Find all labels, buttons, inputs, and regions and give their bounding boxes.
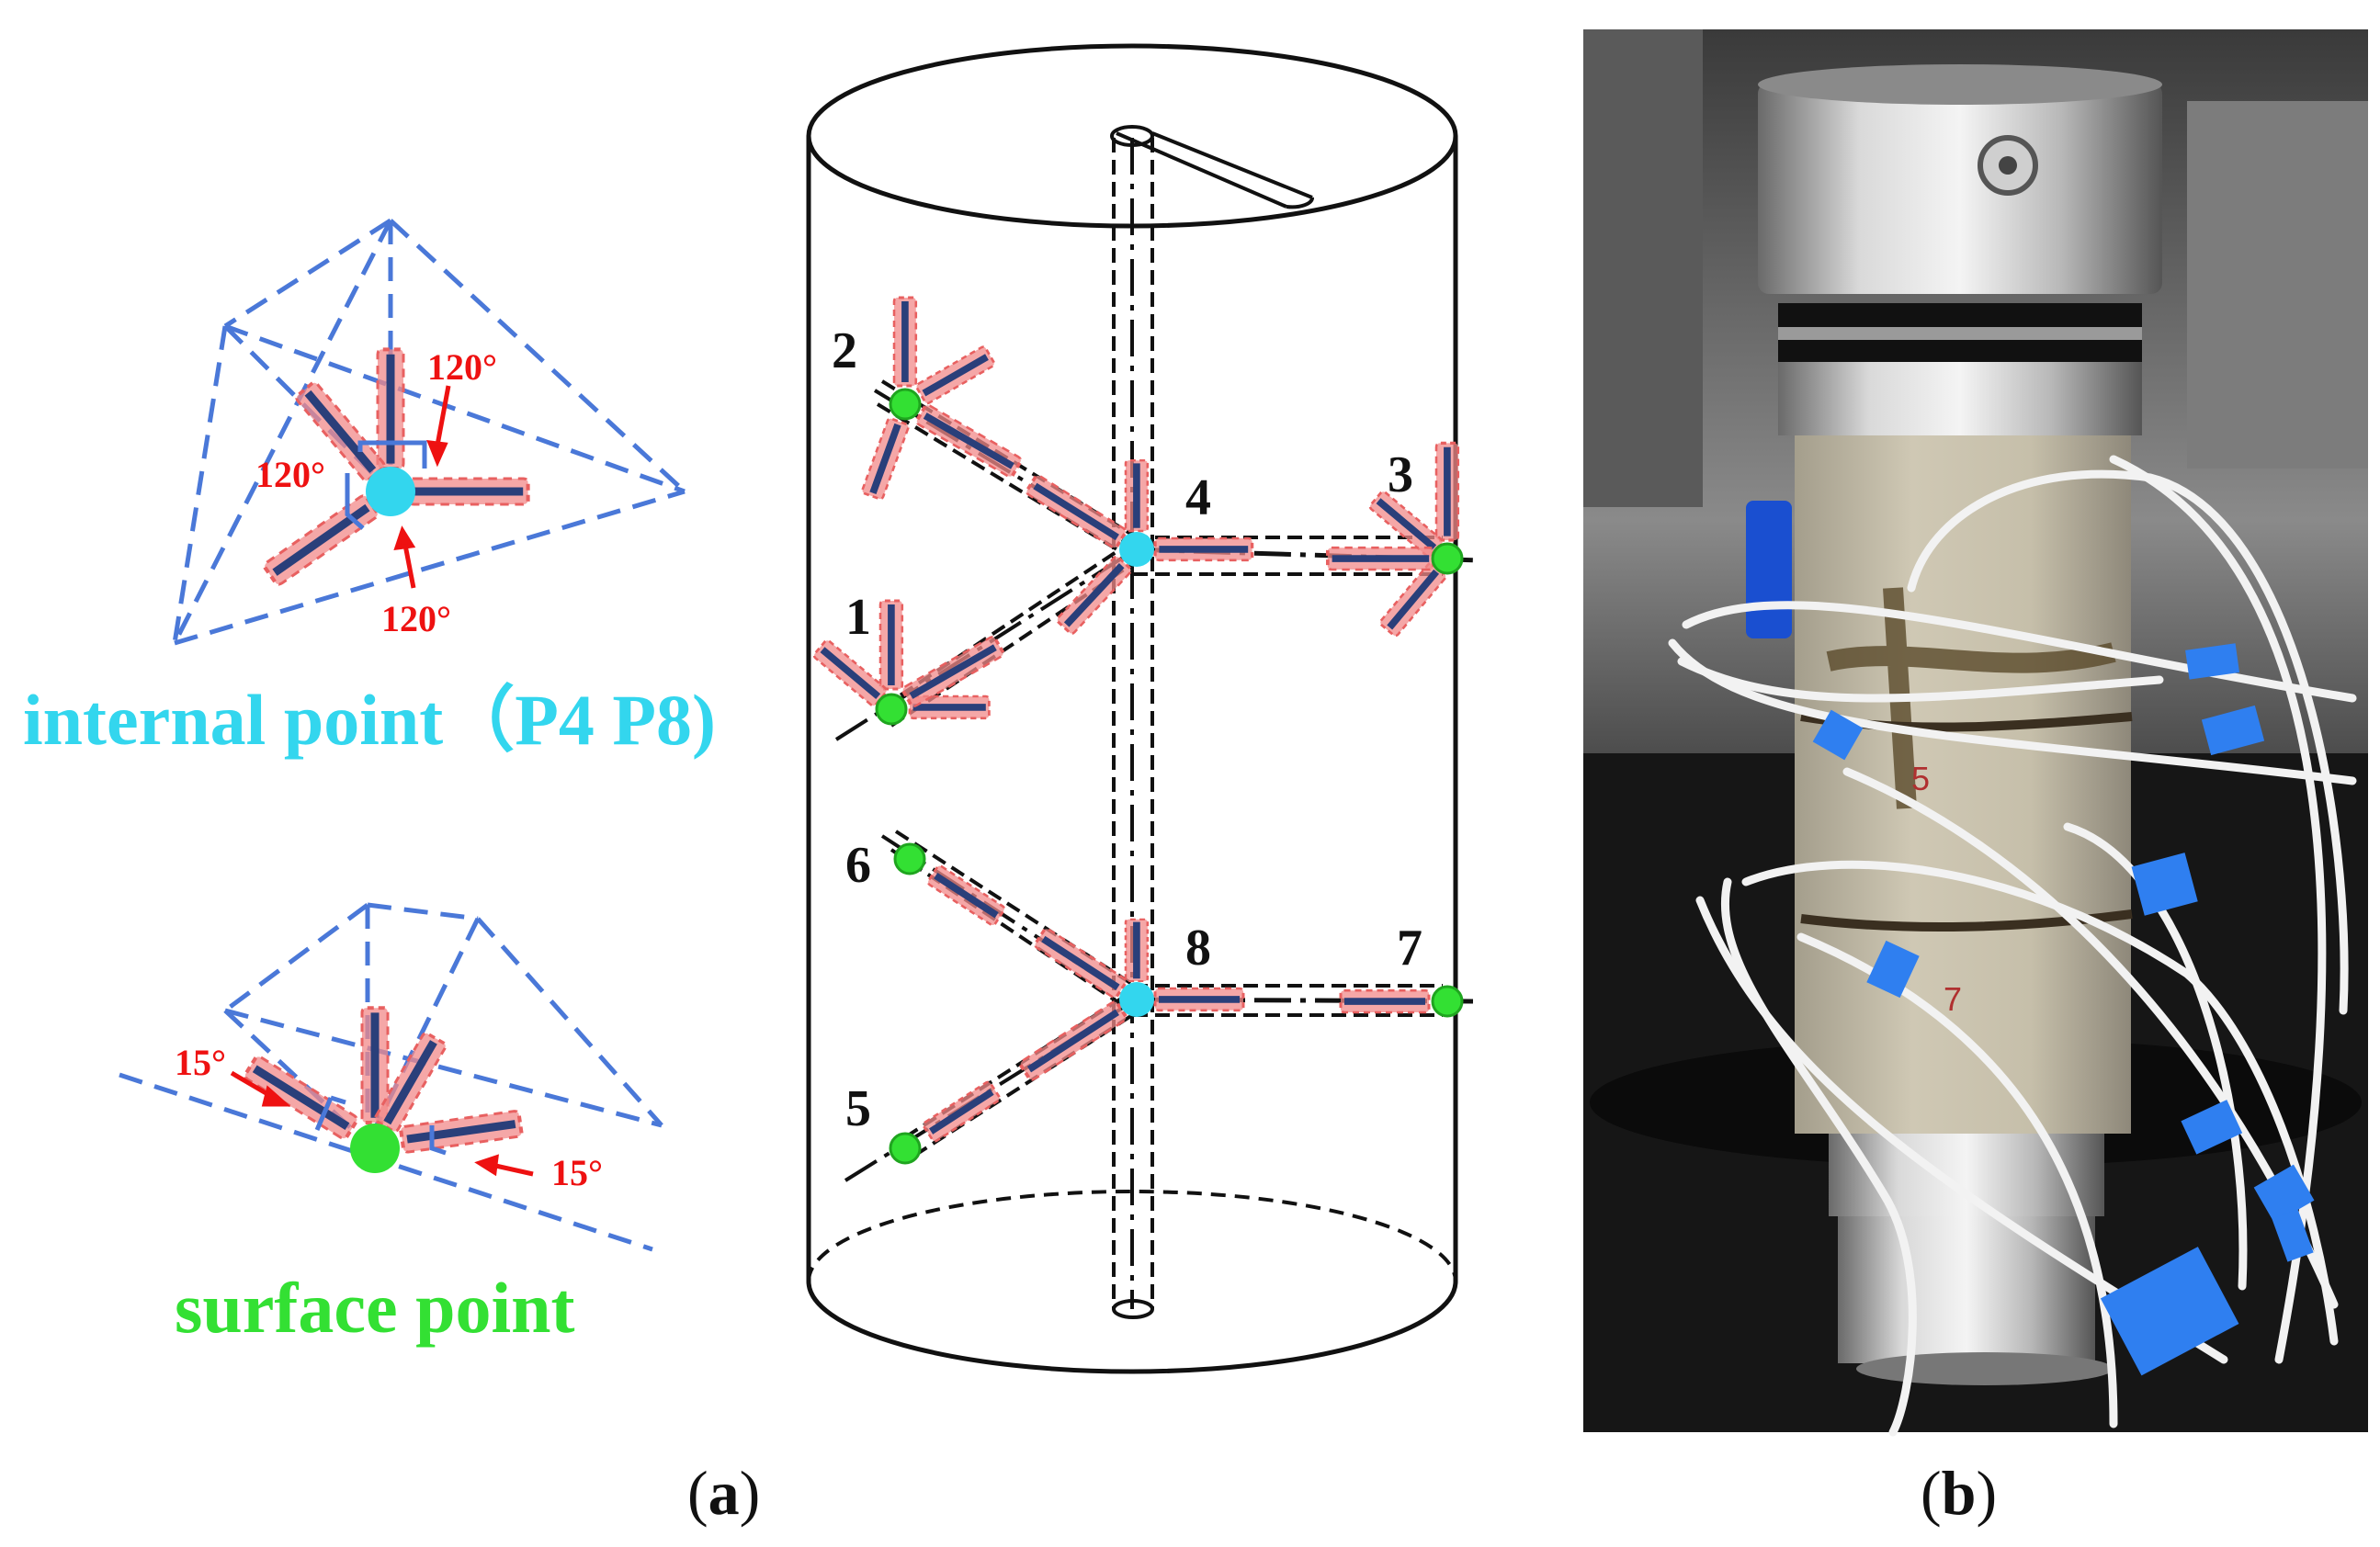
point-8-marker (1119, 982, 1154, 1017)
internal-angle-bracket (345, 440, 427, 530)
surface-point-label: surface point (175, 1268, 575, 1348)
photo-mark-7: 7 (1944, 980, 1962, 1018)
point-number-6: 6 (845, 837, 871, 894)
internal-point-label: internal point（P4 P8) (23, 680, 716, 760)
surface-angle-bracket (314, 1095, 447, 1156)
point-4-marker (1119, 532, 1154, 567)
internal-angle-arrows (393, 385, 451, 589)
point-6-marker (893, 842, 926, 875)
surface-point-diagram: 15° 15° surface point (119, 902, 663, 1348)
point-7-marker (1431, 985, 1464, 1018)
point-3-marker (1431, 542, 1464, 575)
point-1-marker (875, 693, 908, 726)
point-2-marker (889, 388, 922, 421)
point-number-5: 5 (845, 1080, 871, 1137)
point-number-7: 7 (1397, 920, 1422, 977)
internal-point-marker (366, 467, 415, 516)
point-5-marker (889, 1132, 922, 1165)
internal-pyramid-lines (172, 218, 686, 646)
angle-label-top: 120° (427, 346, 497, 388)
angle-label-15-right: 15° (551, 1152, 603, 1193)
internal-point-diagram: 120° 120° 120° internal point（P4 P8) (23, 218, 716, 760)
cylinder-point-numbers: 1 2 3 4 5 6 7 8 (832, 322, 1422, 1137)
caption-a: (a) (687, 1458, 760, 1528)
angle-label-left: 120° (255, 454, 325, 495)
cylinder-bottom-back (807, 1190, 1457, 1282)
point-number-4: 4 (1185, 469, 1211, 526)
point-number-8: 8 (1185, 920, 1211, 977)
point-number-3: 3 (1388, 446, 1413, 503)
surface-angle-arrows (230, 1070, 534, 1177)
cylinder-point-markers (875, 388, 1464, 1165)
photo-mark-5: 5 (1911, 760, 1930, 797)
point-number-2: 2 (832, 322, 857, 379)
cylinder-bottom-front (806, 1281, 1458, 1374)
central-borehole (1110, 125, 1314, 1319)
angle-label-bottom: 120° (381, 598, 451, 639)
specimen-photo: 5 7 (1583, 29, 2368, 1437)
angle-label-15-left: 15° (175, 1042, 226, 1083)
surface-point-marker (350, 1124, 400, 1173)
caption-b: (b) (1921, 1458, 1997, 1528)
point-number-1: 1 (845, 589, 871, 646)
